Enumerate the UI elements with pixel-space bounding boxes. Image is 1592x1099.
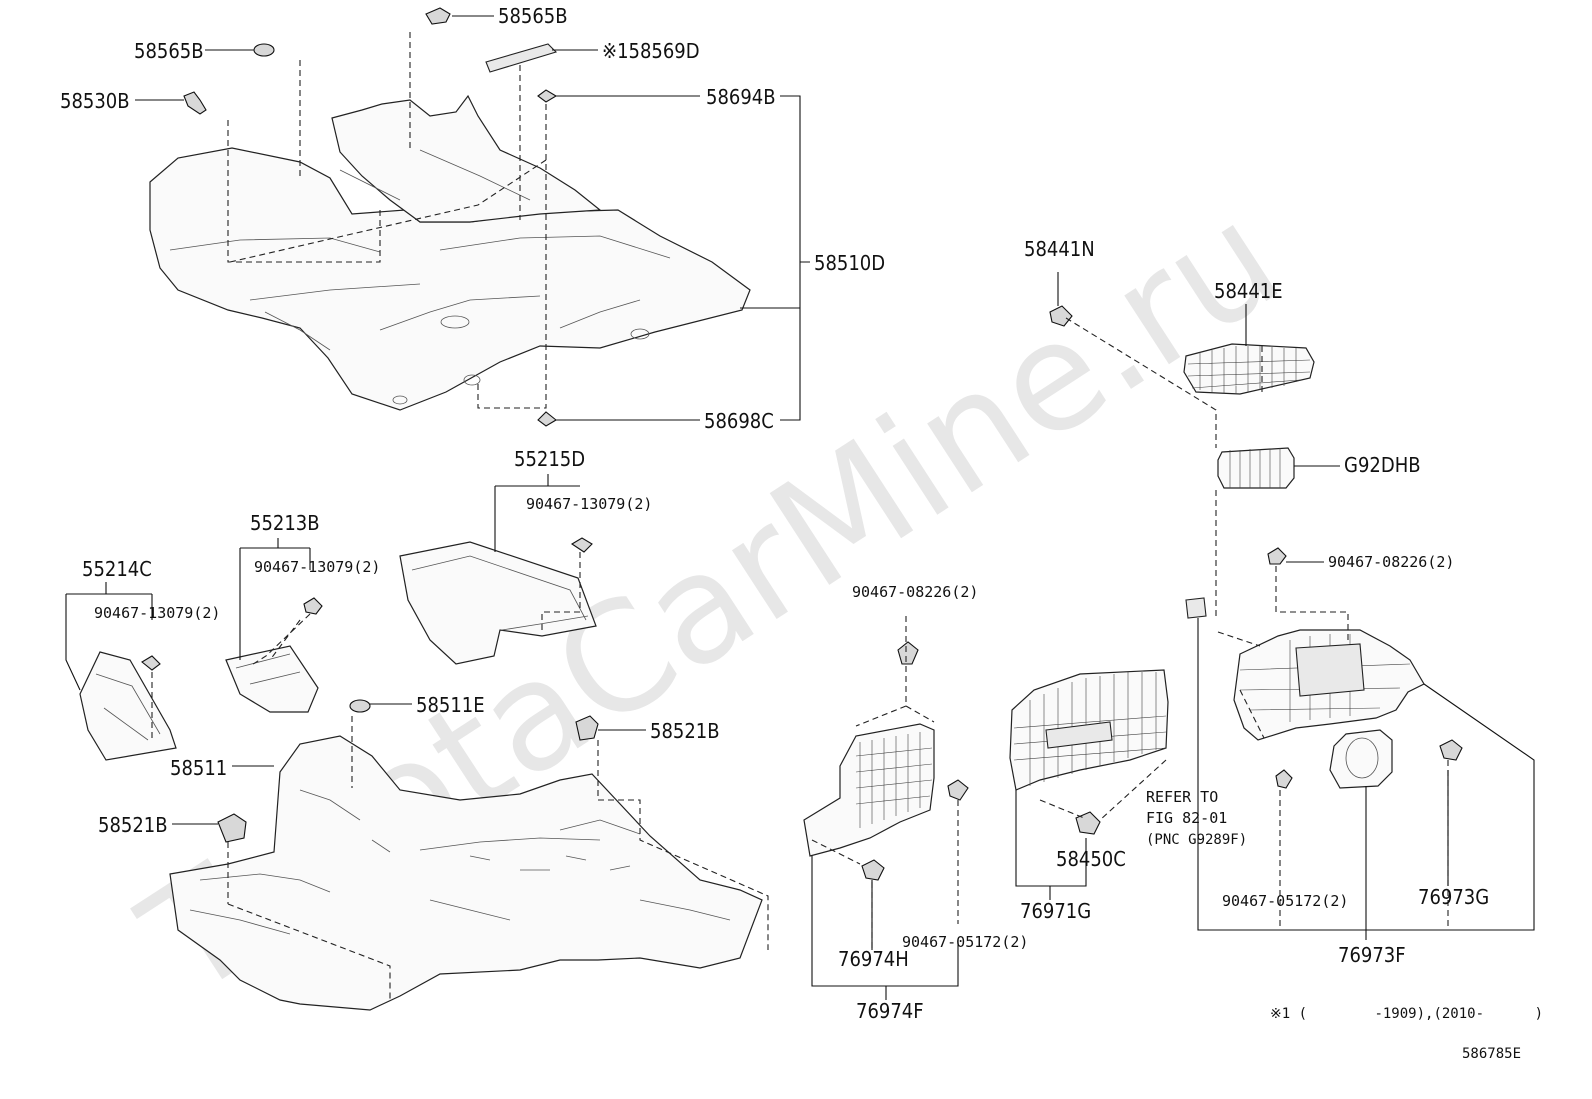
clip-58698C-illustration bbox=[537, 411, 700, 427]
label-76973F: 76973F bbox=[1338, 943, 1406, 967]
label-58510D: 58510D bbox=[814, 251, 885, 275]
label-90467-08226-b: 90467-08226(2) bbox=[1328, 553, 1454, 571]
panel-76974F-illustration bbox=[803, 616, 969, 1000]
label-58441E: 58441E bbox=[1214, 279, 1283, 303]
mat-55213B-illustration bbox=[225, 538, 323, 713]
label-90467-08226-a: 90467-08226(2) bbox=[852, 583, 978, 601]
label-58565B-left: 58565B bbox=[134, 39, 204, 63]
panel-76971G-illustration bbox=[1009, 669, 1169, 900]
dash-58441-chain bbox=[1065, 317, 1263, 620]
label-G92DHB: G92DHB bbox=[1344, 453, 1421, 477]
label-76974F: 76974F bbox=[856, 999, 924, 1023]
label-58530B: 58530B bbox=[60, 89, 130, 113]
label-90467-13079-b: 90467-13079(2) bbox=[254, 558, 380, 576]
footnote: ※1 ( -1909),(2010- ) bbox=[1270, 1006, 1543, 1022]
label-58521B-lower: 58521B bbox=[98, 813, 168, 837]
clip-58694B-illustration bbox=[537, 89, 700, 103]
floor-carpet-assembly-illustration bbox=[149, 32, 751, 411]
drawing-code: 586785E bbox=[1462, 1046, 1521, 1062]
clip-58441N-illustration bbox=[1049, 272, 1073, 327]
mat-55215D-illustration bbox=[399, 474, 597, 665]
clip-58521B-lower-illustration bbox=[172, 813, 247, 843]
label-55214C: 55214C bbox=[82, 557, 152, 581]
label-58694B: 58694B bbox=[706, 85, 776, 109]
label-76971G: 76971G bbox=[1020, 899, 1091, 923]
refer-note-line2: FIG 82-01 bbox=[1146, 809, 1227, 827]
clip-58511E-illustration bbox=[349, 699, 412, 713]
clip-58521B-upper-illustration bbox=[575, 715, 646, 741]
clip-58565B-left-illustration bbox=[205, 43, 275, 57]
label-58511: 58511 bbox=[170, 756, 227, 780]
plate-58569D-illustration bbox=[485, 43, 598, 73]
label-55213B: 55213B bbox=[250, 511, 320, 535]
bracket-58510D-leader bbox=[740, 95, 810, 421]
bolt-58530B-illustration bbox=[135, 91, 207, 115]
label-58521B-upper: 58521B bbox=[650, 719, 720, 743]
label-58441N: 58441N bbox=[1024, 237, 1095, 261]
label-58565B-top: 58565B bbox=[498, 4, 568, 28]
label-90467-05172-a: 90467-05172(2) bbox=[902, 933, 1028, 951]
part-G92DHB-illustration bbox=[1217, 447, 1340, 489]
label-58511E: 58511E bbox=[416, 693, 485, 717]
label-90467-13079-a: 90467-13079(2) bbox=[526, 495, 652, 513]
mat-55214C-illustration bbox=[65, 582, 177, 761]
label-58698C: 58698C bbox=[704, 409, 774, 433]
label-90467-13079-c: 90467-13079(2) bbox=[94, 604, 220, 622]
label-55215D: 55215D bbox=[514, 447, 585, 471]
label-76974H: 76974H bbox=[838, 947, 909, 971]
clip-58565B-top-illustration bbox=[425, 7, 494, 25]
refer-note-line1: REFER TO bbox=[1146, 788, 1218, 806]
panel-76973F-illustration bbox=[1185, 547, 1535, 940]
floor-silencer-58511-illustration bbox=[169, 716, 769, 1011]
label-76973G: 76973G bbox=[1418, 885, 1489, 909]
label-58569D: ※158569D bbox=[602, 39, 700, 63]
label-90467-05172-b: 90467-05172(2) bbox=[1222, 892, 1348, 910]
panel-58441E-illustration bbox=[1183, 304, 1315, 395]
label-58450C: 58450C bbox=[1056, 847, 1126, 871]
refer-note-line3: (PNC G9289F) bbox=[1146, 832, 1247, 848]
